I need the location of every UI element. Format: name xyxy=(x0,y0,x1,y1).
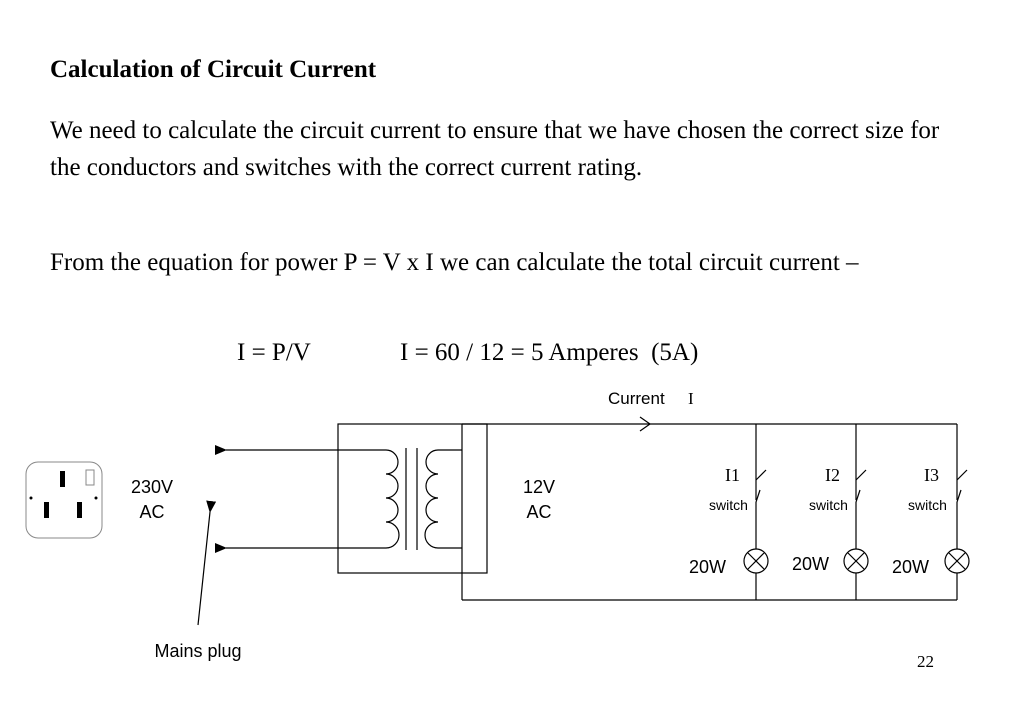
mains-plug-label: Mains plug xyxy=(154,641,241,661)
branch-current-label: I1 xyxy=(725,465,740,485)
equation-paragraph: From the equation for power P = V x I we… xyxy=(50,249,859,276)
switch-label: switch xyxy=(908,497,947,513)
switch-label: switch xyxy=(809,497,848,513)
primary-type-label: AC xyxy=(139,502,164,522)
secondary-voltage-label: 12V xyxy=(523,477,555,497)
slide-heading: Calculation of Circuit Current xyxy=(50,56,377,83)
current-label: Current xyxy=(608,389,665,408)
equation-formula: I = P/V xyxy=(237,339,311,366)
branch-1: I1 switch 20W xyxy=(689,424,769,600)
lamp-power-label: 20W xyxy=(892,557,929,577)
equation-calculation: I = 60 / 12 = 5 Amperes (5A) xyxy=(400,339,699,366)
lamp-icon xyxy=(743,548,769,574)
switch-icon xyxy=(855,469,867,503)
switch-label: switch xyxy=(709,497,748,513)
intro-paragraph: We need to calculate the circuit current… xyxy=(50,117,940,181)
page-number: 22 xyxy=(917,652,934,671)
branch-current-label: I2 xyxy=(825,465,840,485)
switch-icon xyxy=(755,469,767,503)
lamp-icon xyxy=(944,548,970,574)
branch-3: I3 switch 20W xyxy=(892,424,970,600)
switch-icon xyxy=(956,469,968,503)
current-symbol: I xyxy=(688,389,694,408)
branch-2: I2 switch 20W xyxy=(792,424,869,600)
lamp-power-label: 20W xyxy=(792,554,829,574)
transformer-icon xyxy=(337,423,488,574)
lamp-icon xyxy=(843,548,869,574)
mains-socket-icon xyxy=(25,461,103,539)
secondary-type-label: AC xyxy=(526,502,551,522)
lamp-power-label: 20W xyxy=(689,557,726,577)
primary-wires xyxy=(197,445,362,626)
primary-voltage-label: 230V xyxy=(131,477,173,497)
secondary-wires xyxy=(461,416,957,601)
branch-current-label: I3 xyxy=(924,465,939,485)
